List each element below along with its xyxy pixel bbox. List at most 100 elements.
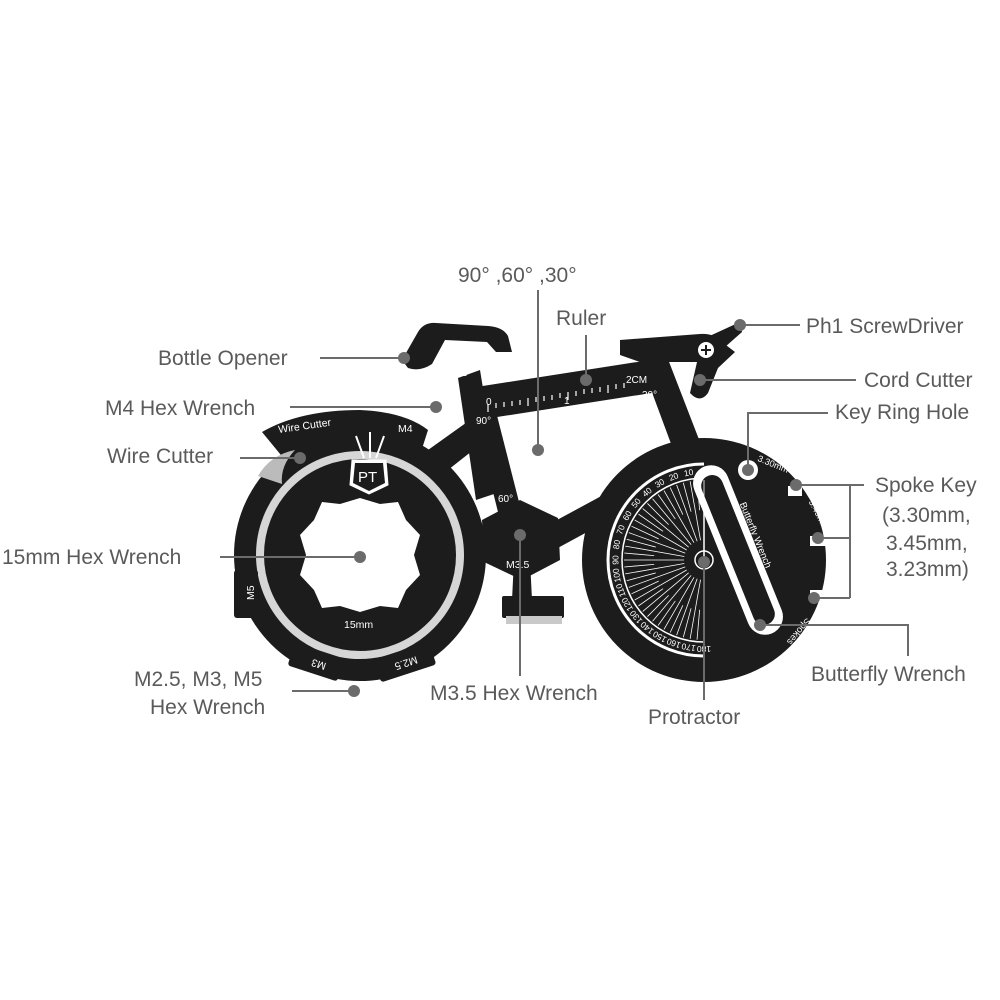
dot-bottle	[398, 352, 410, 364]
m5-tab	[234, 570, 258, 618]
label-spoke-size-1: (3.30mm,	[882, 504, 971, 527]
label-screwdriver: Ph1 ScrewDriver	[806, 315, 964, 338]
leader-lines	[220, 290, 909, 700]
label-spoke-key: Spoke Key	[875, 474, 977, 497]
protractor-tick	[663, 577, 695, 630]
protractor-rim	[606, 462, 705, 658]
protractor-number: 100	[610, 567, 622, 583]
protractor-tick	[647, 595, 669, 617]
dot-m35	[514, 529, 526, 541]
protractor-tick	[628, 566, 686, 588]
engraving-90: 90°	[476, 416, 491, 427]
label-hex15: 15mm Hex Wrench	[2, 546, 181, 569]
protractor-tick	[669, 605, 684, 633]
engraving-ruler-0: 0	[486, 397, 492, 408]
dot-angles	[532, 444, 544, 456]
protractor-number: 20	[667, 470, 680, 483]
protractor-tick	[642, 572, 689, 612]
protractor-number: 110	[613, 582, 627, 598]
label-protractor: Protractor	[648, 706, 740, 729]
engraving-m35: M3.5	[506, 559, 530, 571]
dot-butterfly	[754, 619, 766, 631]
protractor-number: 170	[680, 641, 696, 653]
protractor-tick	[676, 484, 698, 542]
protractor-number: 160	[665, 636, 682, 650]
protractor-number: 30	[653, 476, 666, 490]
pedal-shadow	[506, 616, 562, 624]
protractor-tick	[626, 572, 656, 582]
dot-cord	[694, 374, 706, 386]
protractor-tick	[625, 545, 685, 557]
protractor-tick	[689, 481, 701, 541]
leader-keyring	[747, 412, 828, 470]
protractor-tick	[638, 588, 664, 607]
protractor-ticks	[624, 480, 705, 640]
protractor-tick	[624, 563, 655, 568]
protractor-tick	[696, 480, 701, 511]
protractor-tick	[631, 525, 659, 540]
label-wire-cutter: Wire Cutter	[107, 445, 213, 468]
protractor-tick	[682, 482, 692, 512]
bottle-opener	[402, 322, 512, 370]
spoke-notch-1	[788, 486, 802, 496]
dot-spoke2	[812, 532, 824, 544]
protractor-tick	[624, 552, 655, 557]
ruler-ticks	[487, 383, 625, 412]
dot-small-hex	[348, 685, 360, 697]
protractor-tick	[652, 575, 692, 622]
engraving-ruler-1: 1	[564, 396, 570, 407]
protractor-tick	[628, 532, 686, 554]
protractor-number: 0	[702, 466, 707, 476]
protractor-tick	[689, 579, 701, 639]
protractor-tick	[669, 487, 684, 515]
protractor-tick	[626, 538, 656, 548]
dot-keyring	[742, 464, 754, 476]
protractor-tick	[647, 503, 669, 525]
label-small-hex-1: M2.5, M3, M5	[134, 668, 262, 691]
engraving-m5: M5	[245, 585, 257, 600]
label-ruler: Ruler	[556, 307, 606, 330]
protractor-tick	[696, 609, 701, 640]
label-bottle-opener: Bottle Opener	[158, 347, 288, 370]
bottle-icon	[462, 357, 467, 376]
protractor-tick	[625, 563, 685, 575]
engraving-spoke-323: 3.23mm	[827, 554, 840, 587]
butterfly-wrench-bar-inner	[701, 475, 775, 625]
protractor-tick	[634, 519, 687, 551]
label-key-ring: Key Ring Hole	[835, 401, 969, 424]
m3-tab	[288, 643, 344, 681]
label-m35-hex: M3.5 Hex Wrench	[430, 682, 598, 705]
dot-spoke3	[808, 592, 820, 604]
dot-screwdriver	[734, 319, 746, 331]
engraving-logo: PT	[358, 469, 377, 486]
protractor-tick	[657, 494, 676, 520]
label-small-hex-2: Hex Wrench	[150, 696, 265, 719]
protractor-number: 90	[610, 555, 620, 565]
label-butterfly: Butterfly Wrench	[811, 663, 966, 686]
engraving-m3: M3	[310, 656, 328, 672]
dot-m4	[430, 401, 442, 413]
phillips-screw-icon	[698, 342, 714, 358]
label-cord-cutter: Cord Cutter	[864, 369, 973, 392]
protractor-tick	[663, 490, 695, 543]
dot-wire	[294, 452, 306, 464]
engraving-15mm: 15mm	[344, 619, 373, 631]
protractor-number: 80	[611, 539, 623, 550]
protractor-number: 10	[683, 467, 694, 479]
protractor-tick	[638, 513, 664, 532]
leader-butterfly	[760, 624, 909, 656]
engraving-60: 60°	[498, 494, 513, 505]
pt-logo-inner	[353, 463, 385, 491]
protractor-tick	[682, 608, 692, 638]
dot-spoke1	[790, 479, 802, 491]
protractor-number: 70	[614, 523, 627, 536]
ruler-tube	[470, 360, 658, 420]
engraving-30: 30°	[642, 390, 657, 401]
protractor-tick	[631, 580, 659, 595]
label-angles: 90° ,60° ,30°	[458, 264, 577, 287]
label-spoke-size-3: 3.23mm)	[886, 558, 969, 581]
engraving-ruler-2cm: 2CM	[626, 375, 647, 386]
protractor-tick	[642, 508, 689, 548]
pedal	[502, 596, 564, 618]
